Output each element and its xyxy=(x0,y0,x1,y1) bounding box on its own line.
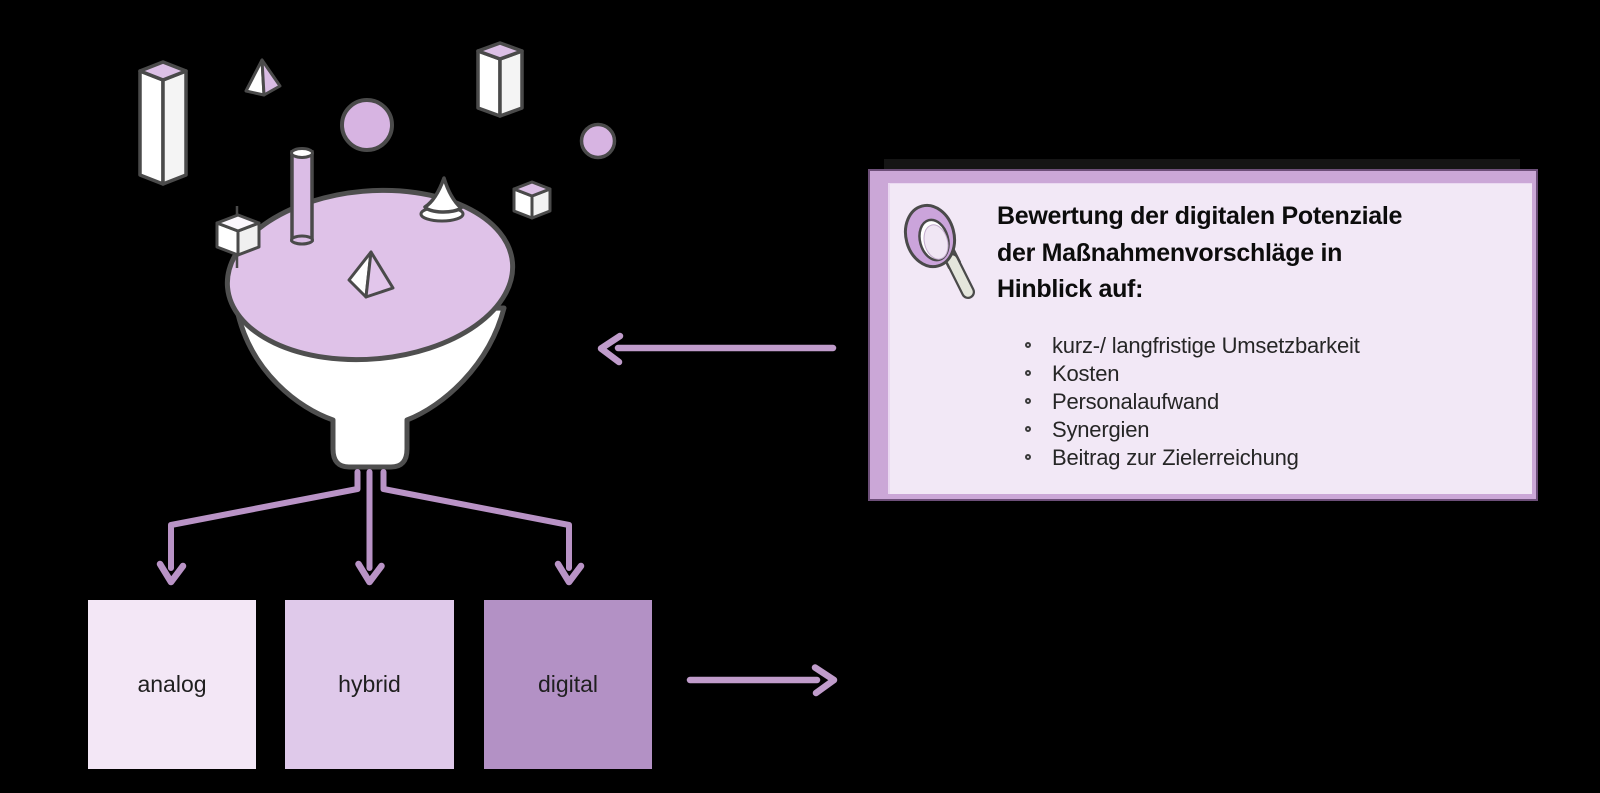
bullet-circle-icon xyxy=(1025,370,1031,376)
rod-shape xyxy=(290,147,314,246)
bullet-circle-icon xyxy=(1025,398,1031,404)
category-box-analog: analog xyxy=(88,600,256,769)
category-box-hybrid: hybrid xyxy=(285,600,454,769)
category-label: digital xyxy=(537,671,599,697)
criteria-item: Personalaufwand xyxy=(1018,388,1360,416)
criteria-item: Synergien xyxy=(1018,416,1360,444)
cube-with-stick-shape xyxy=(215,206,261,268)
arrowhead-analog xyxy=(156,560,187,586)
bullet-circle-icon xyxy=(1025,426,1031,432)
criteria-list: kurz-/ langfristige Umsetzbarkeit Kosten… xyxy=(1018,332,1360,472)
assessment-card-body: Bewertung der digitalen Potenziale der M… xyxy=(888,183,1532,494)
bullet-circle-icon xyxy=(1025,454,1031,460)
connector-to-analog xyxy=(168,469,361,571)
criteria-item: kurz-/ langfristige Umsetzbarkeit xyxy=(1018,332,1360,360)
card-title: Bewertung der digitalen Potenziale der M… xyxy=(997,198,1402,308)
category-label: analog xyxy=(137,671,207,697)
assessment-card: Bewertung der digitalen Potenziale der M… xyxy=(868,169,1538,501)
category-label: hybrid xyxy=(338,671,401,697)
criteria-item: Kosten xyxy=(1018,360,1360,388)
category-box-digital: digital xyxy=(484,600,652,769)
connector-arrows xyxy=(156,469,585,586)
circle-shape-small xyxy=(579,122,617,160)
card-title-line: der Maßnahmenvorschläge in xyxy=(997,238,1343,267)
small-cube-shape xyxy=(512,180,552,220)
arrowhead-digital xyxy=(554,560,585,586)
magnifier-icon xyxy=(903,203,975,299)
horizontal-arrows xyxy=(597,332,838,697)
arrowhead-right xyxy=(811,664,838,697)
arrowhead-hybrid xyxy=(355,560,385,586)
criteria-item: Beitrag zur Zielerreichung xyxy=(1018,444,1360,472)
bullet-circle-icon xyxy=(1025,342,1031,348)
connector-to-digital xyxy=(380,469,572,571)
funnel xyxy=(224,187,516,470)
tall-prism-shape xyxy=(138,60,188,186)
pyramid-on-funnel-shape xyxy=(347,250,395,299)
card-title-line: Hinblick auf: xyxy=(997,275,1144,303)
small-pyramid-shape xyxy=(244,58,282,97)
circle-shape-large xyxy=(340,98,394,152)
card-title-line: Bewertung der digitalen Potenziale xyxy=(997,202,1403,230)
cone-shape xyxy=(419,176,465,223)
arrowhead-left xyxy=(597,332,624,366)
right-prism-shape xyxy=(476,41,524,118)
